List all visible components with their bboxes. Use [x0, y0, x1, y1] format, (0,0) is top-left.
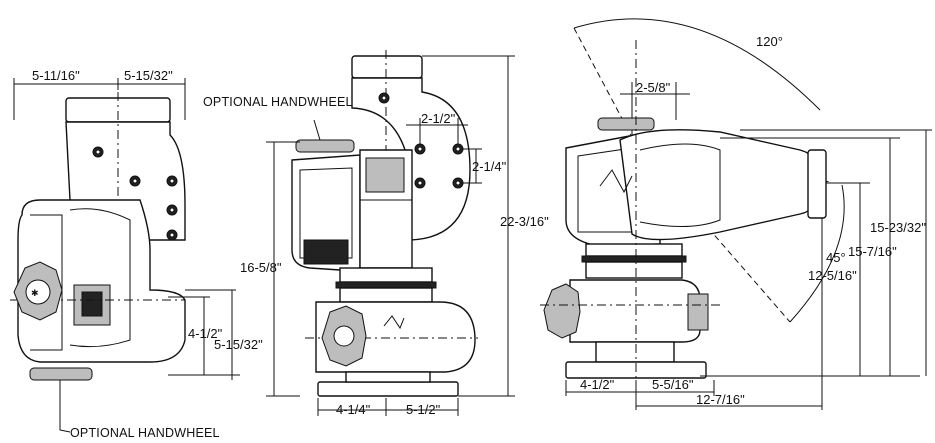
front-optional-handwheel [29, 367, 93, 381]
elevated-handwheel-top [597, 117, 655, 131]
dim-left-top-width-a: 5-11/16" [32, 68, 80, 83]
dim-middle-bolt-spacing-v: 2-1/4" [472, 159, 507, 174]
dim-right-height-a: 12-5/16" [808, 268, 857, 283]
side-view [266, 50, 515, 416]
dim-right-base-mid: 5-5/16" [652, 377, 694, 392]
side-base-flange [317, 381, 459, 397]
front-view: ✱ [10, 78, 240, 433]
side-optional-handwheel [295, 139, 355, 153]
elevated-outlet-flange [807, 149, 827, 219]
dim-right-height-b: 15-7/16" [848, 244, 897, 259]
side-inlet-flange [351, 55, 423, 79]
label-optional-handwheel-bottom: OPTIONAL HANDWHEEL [70, 426, 220, 440]
dim-left-height-a: 4-1/2" [188, 326, 223, 341]
dim-right-base-left: 4-1/2" [580, 377, 615, 392]
front-handwheel: ✱ [13, 261, 63, 321]
dim-left-top-width-b: 5-15/32" [124, 68, 173, 83]
svg-text:✱: ✱ [31, 288, 39, 298]
dim-left-height-b: 5-15/32" [214, 337, 263, 352]
elevated-barrel [619, 129, 823, 241]
dim-right-down-angle: 45° [826, 250, 846, 265]
elevated-view [540, 18, 932, 410]
dim-middle-total-height: 22-3/16" [500, 214, 549, 229]
dim-middle-base-right: 5-1/2" [406, 402, 441, 417]
dim-right-base-total: 12-7/16" [696, 392, 745, 407]
dim-right-sweep-angle: 120° [756, 34, 783, 49]
elevated-lower-gearbox [569, 279, 701, 343]
dim-middle-base-left: 4-1/4" [336, 402, 371, 417]
dim-right-height-c: 15-23/32" [870, 220, 926, 235]
label-optional-handwheel-top: OPTIONAL HANDWHEEL [203, 95, 353, 109]
dim-right-offset-top: 2-5/8" [636, 80, 671, 95]
front-gearbox [17, 199, 186, 363]
dim-middle-bolt-spacing-h: 2-1/2" [421, 111, 456, 126]
dim-middle-body-height: 16-5/8" [240, 260, 282, 275]
